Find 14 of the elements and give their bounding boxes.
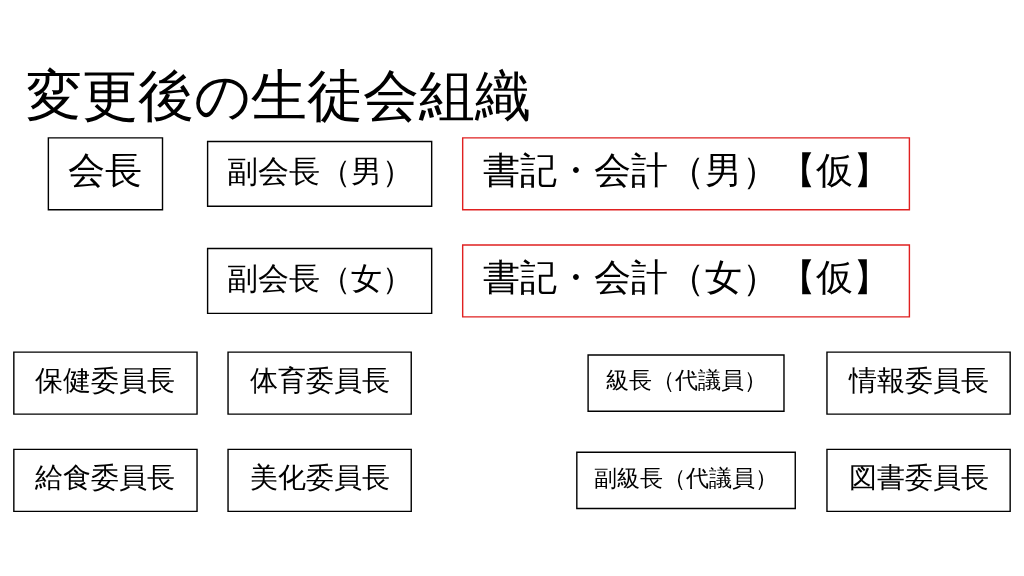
node-box: 級長（代議員） xyxy=(587,354,785,412)
node-box: 副会長（男） xyxy=(206,140,433,207)
node-box: 副会長（女） xyxy=(206,247,433,315)
node-box: 給食委員長 xyxy=(13,448,198,513)
node-box: 副級長（代議員） xyxy=(576,451,796,510)
diagram-title: 変更後の生徒会組織 xyxy=(26,63,532,129)
node-box: 美化委員長 xyxy=(227,448,412,513)
node-box: 書記・会計（女）【仮】 xyxy=(461,244,911,318)
node-box: 情報委員長 xyxy=(826,351,1011,415)
node-box: 保健委員長 xyxy=(13,351,198,415)
node-box: 会長 xyxy=(47,137,164,211)
node-box: 体育委員長 xyxy=(227,351,412,415)
node-box: 書記・会計（男）【仮】 xyxy=(461,137,911,211)
node-box: 図書委員長 xyxy=(826,448,1011,513)
